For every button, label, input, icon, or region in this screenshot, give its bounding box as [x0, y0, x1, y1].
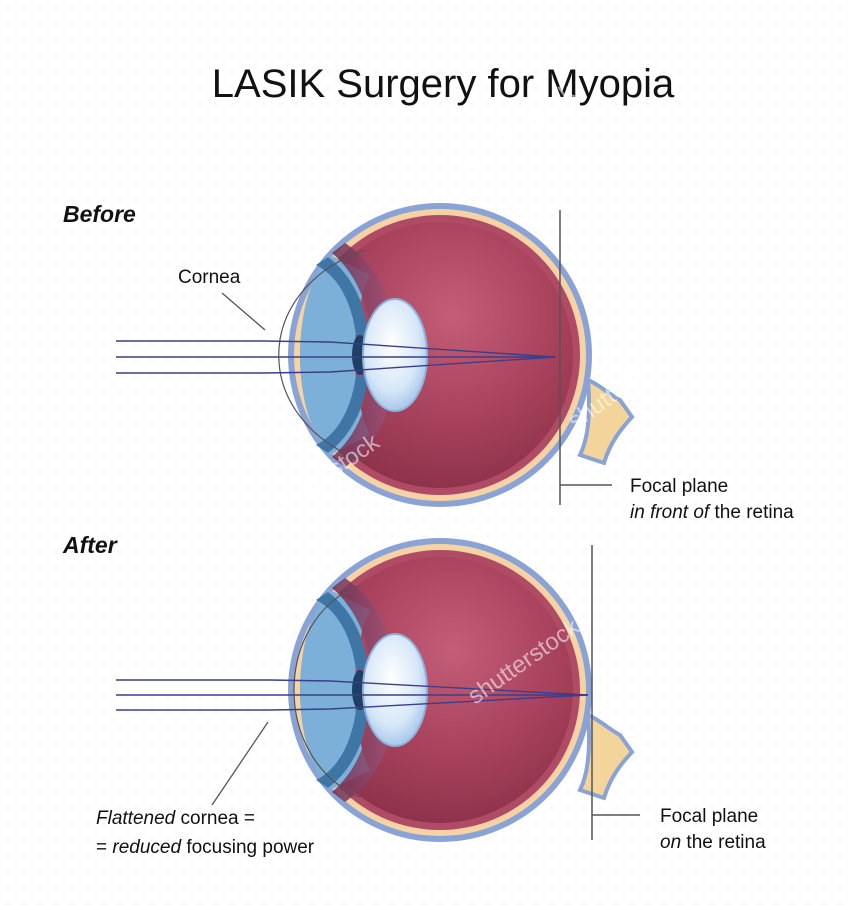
page-title: LASIK Surgery for Myopia	[212, 62, 675, 106]
cornea-label: Cornea	[178, 267, 241, 288]
before-heading: Before	[63, 201, 136, 227]
flattened-cornea-label: Flattened cornea =	[96, 808, 255, 829]
focal-plane-sub-before: in front of the retina	[630, 502, 794, 523]
eye-after	[288, 538, 632, 842]
focal-plane-label-after: Focal plane	[660, 806, 758, 827]
focal-plane-label-before: Focal plane	[630, 476, 728, 497]
focal-plane-sub-after: on the retina	[660, 832, 766, 853]
reduced-power-label: = reduced focusing power	[96, 837, 315, 858]
after-heading: After	[62, 532, 118, 558]
